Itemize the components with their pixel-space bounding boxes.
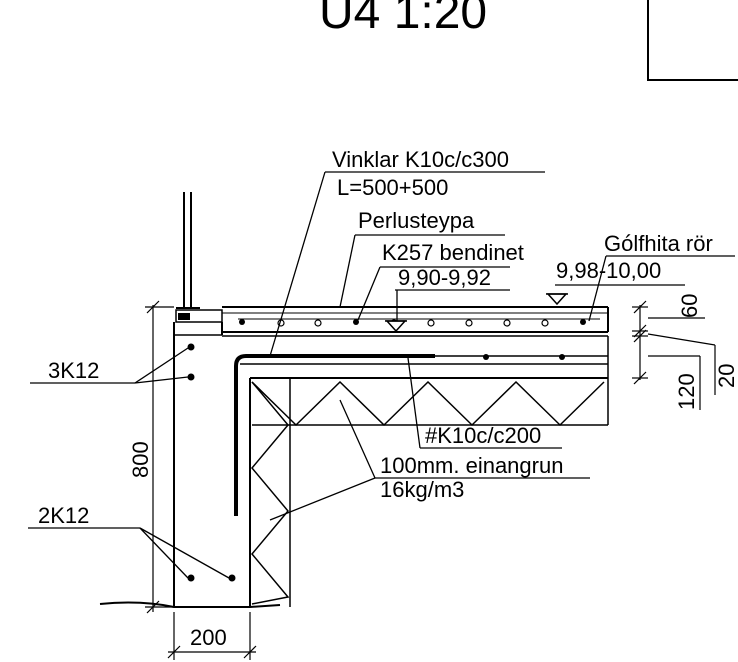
label-vinklar-length: L=500+500 [337,175,448,200]
label-bendinet: K257 bendinet [382,240,524,265]
label-dim-120: 120 [674,373,699,410]
width-dimension [167,612,257,660]
label-mesh: #K10c/c200 [425,423,541,448]
slab-rebar-dot [483,354,489,360]
label-golfhita: Gólfhita rör [604,231,713,256]
leader-lines [28,171,735,579]
label-perlusteypa: Perlusteypa [358,208,475,233]
drawing-title: U4 1:20 [319,0,487,39]
label-vinklar: Vinklar K10c/c300 [332,147,509,172]
label-level-slab: 9,90-9,92 [398,265,491,290]
label-insulation-density: 16kg/m3 [380,477,464,502]
slab-rebar-dot [559,354,565,360]
rebar-angle [234,354,435,516]
wall-rebar [187,343,236,582]
height-dimension [145,300,174,614]
label-dim-60: 60 [677,294,702,318]
right-dimensions [632,300,716,410]
label-3k12: 3K12 [48,358,99,383]
label-dim-20: 20 [714,364,738,388]
wall-insulation [251,378,291,607]
window-frame [175,192,223,323]
label-level-top: 9,98-10,00 [556,258,661,283]
floor-heating-pipes [238,318,600,327]
label-insulation: 100mm. einangrun [380,453,563,478]
label-dim-800: 800 [128,441,153,478]
label-dim-200: 200 [190,625,227,650]
level-markers [385,293,568,333]
slab-insulation-zigzag [251,380,605,427]
label-2k12: 2K12 [38,503,89,528]
title-block-frame [647,0,738,81]
